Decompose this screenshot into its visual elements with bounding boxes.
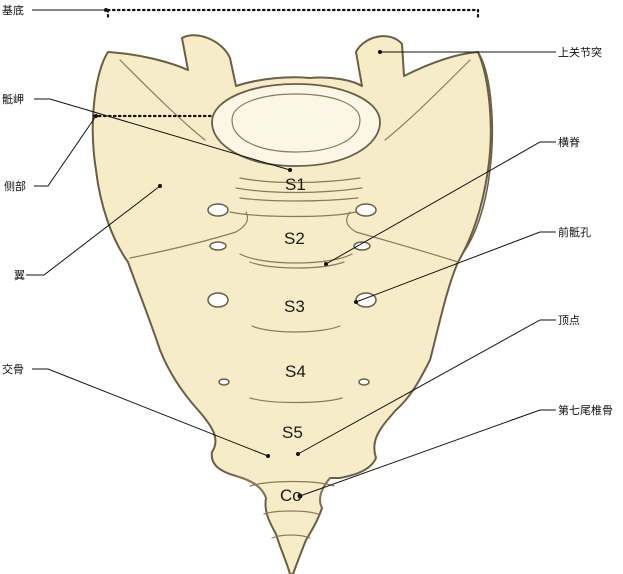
wing-dot — [158, 184, 162, 188]
ridge-s1-s2 — [229, 211, 357, 218]
label-apex: 顶点 — [558, 314, 580, 327]
s1-disc-inner — [231, 93, 361, 153]
label-anterior-foramen: 前骶孔 — [558, 225, 591, 239]
ridge-s5-co — [249, 480, 335, 487]
superior-articular-dot — [378, 50, 382, 54]
foramen-left-3 — [207, 292, 229, 308]
segment-s4: S4 — [285, 362, 306, 381]
anterior-foramen-dot — [354, 300, 358, 304]
segment-s1: S1 — [285, 175, 306, 194]
ridge-co-2 — [271, 534, 311, 539]
foramen-right-4 — [358, 378, 370, 386]
transverse-ridge-dot — [324, 262, 328, 266]
ridge-s3-s4 — [251, 325, 341, 333]
ridge-s4-s5 — [249, 397, 343, 404]
label-transverse-ridge: 横脊 — [558, 135, 580, 149]
anterior-foramen-leader — [355, 231, 556, 303]
label-superior-articular: 上关节突 — [558, 45, 602, 59]
ridge-s2-s3 — [239, 253, 353, 264]
segment-s2: S2 — [284, 229, 305, 248]
segment-co: Co — [280, 486, 302, 505]
transverse-ridge-leader — [325, 141, 556, 265]
s1-ridge-3 — [239, 197, 359, 202]
right-wing-edge — [346, 211, 459, 263]
segment-s3: S3 — [284, 297, 305, 316]
foramen-right-2 — [353, 241, 371, 251]
label-wing: 翼 — [14, 269, 25, 282]
seventh-vertebra-leader — [299, 409, 556, 497]
apex-dot — [296, 452, 300, 456]
ridge-co-1 — [263, 510, 319, 515]
ridge-s2-s3-b — [249, 261, 345, 269]
sacrum-body — [91, 34, 492, 574]
foramen-left-4 — [218, 378, 230, 386]
coccyx-joint-dot — [266, 454, 270, 458]
s1-ridge-1 — [239, 177, 361, 184]
base-dot — [104, 8, 108, 12]
left-wing-edge — [129, 211, 249, 259]
foramen-right-1 — [355, 203, 377, 217]
label-seventh-vertebra: 第七尾椎骨 — [558, 403, 613, 417]
left-wing-arc — [119, 59, 206, 141]
promontory-leader — [34, 98, 291, 171]
s1-body-top — [211, 83, 381, 167]
label-base: 基底 — [2, 3, 24, 17]
s1-ridge-2 — [235, 187, 363, 194]
label-promontory: 骶岬 — [2, 93, 24, 106]
seventh-vertebra-dot — [297, 493, 303, 499]
coccyx-joint-leader — [32, 368, 269, 457]
segment-s5: S5 — [282, 423, 303, 442]
coccyx-outline — [235, 475, 331, 509]
foramen-left-2 — [209, 241, 227, 251]
promontory-dot — [288, 168, 292, 172]
apex-leader — [297, 319, 556, 455]
label-coccyx-joint: 交骨 — [2, 362, 24, 376]
wing-leader — [26, 185, 161, 276]
foramen-left-1 — [207, 203, 229, 217]
label-lateral-part: 侧部 — [4, 179, 26, 193]
lateral-part-dot — [94, 114, 98, 118]
right-wing-arc — [384, 59, 471, 141]
lateral-part-leader — [34, 115, 97, 187]
